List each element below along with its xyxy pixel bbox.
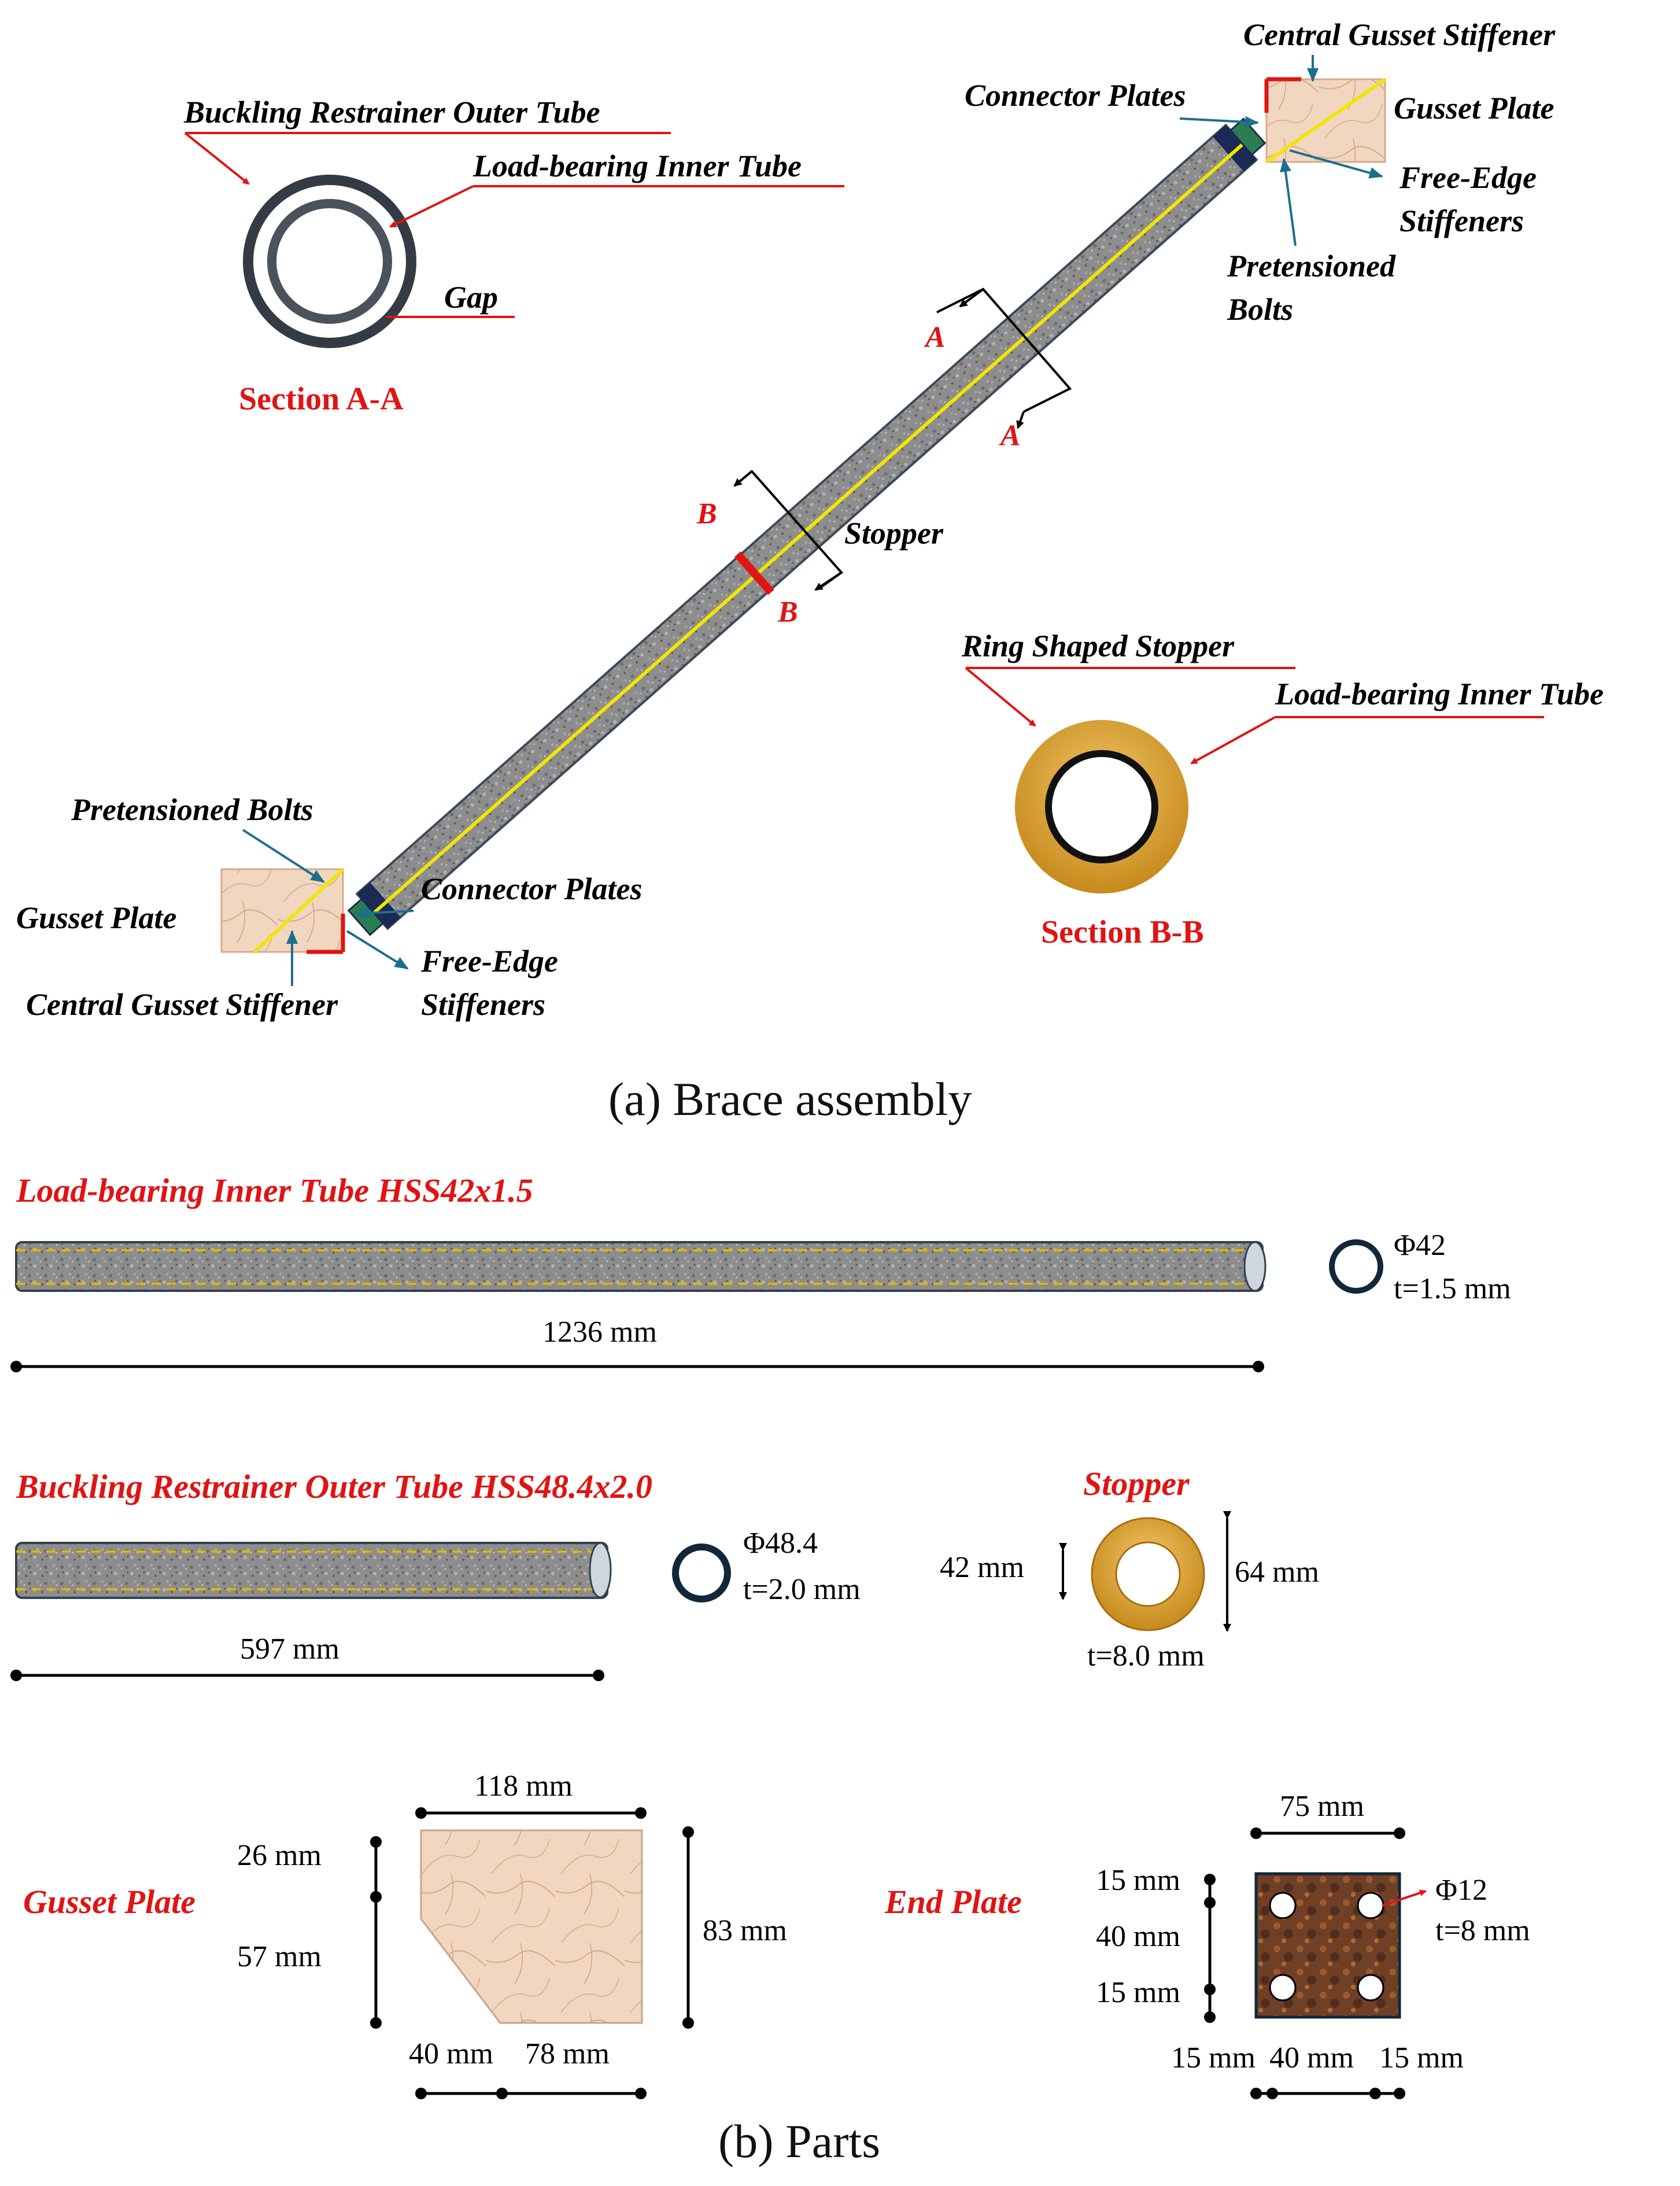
stopper-inner-dim: 42 mm bbox=[940, 1551, 1024, 1584]
end-plate-part: End Plate 75 mm Φ12 t=8 mm 15 mm 40 mm 1… bbox=[884, 1790, 1530, 2099]
end-plate-dim-left-3: 15 mm bbox=[1096, 1976, 1180, 2009]
pretensioned-label-bottom: Pretensioned Bolts bbox=[71, 792, 313, 827]
connector-plates-arrow-top bbox=[1179, 116, 1259, 128]
end-plate-dim-bottom-3: 15 mm bbox=[1379, 2041, 1464, 2074]
bottom-gusset-plate bbox=[220, 867, 345, 954]
end-plate-dim-bottom-2: 40 mm bbox=[1269, 2041, 1354, 2074]
connector-plates-arrow-bottom bbox=[355, 907, 414, 919]
gusset-plate-part: Gusset Plate 118 mm 26 mm 57 mm 83 mm 40… bbox=[23, 1770, 787, 2099]
gusset-plate-label-bottom: Gusset Plate bbox=[16, 900, 177, 935]
section-b-label-top: B bbox=[696, 497, 717, 530]
outer-tube-thickness: t=2.0 mm bbox=[743, 1573, 861, 1606]
end-plate-dim-left-2: 40 mm bbox=[1096, 1920, 1180, 1953]
central-gusset-stiffener-label-top: Central Gusset Stiffener bbox=[1243, 17, 1556, 52]
section-aa-inner-label: Load-bearing Inner Tube bbox=[472, 149, 802, 183]
pretensioned-label-top-2: Bolts bbox=[1227, 292, 1293, 327]
section-a-label-top: A bbox=[924, 321, 946, 354]
free-edge-label-top-2: Stiffeners bbox=[1400, 204, 1524, 238]
pretensioned-arrow-top bbox=[1279, 158, 1297, 246]
end-plate-dim-left-1: 15 mm bbox=[1096, 1864, 1180, 1897]
connector-plates-label-top: Connector Plates bbox=[965, 78, 1186, 113]
inner-tube-diameter: Φ42 bbox=[1394, 1229, 1446, 1262]
section-bb: Ring Shaped Stopper Load-bearing Inner T… bbox=[961, 629, 1604, 950]
free-edge-label-bottom-2: Stiffeners bbox=[421, 987, 545, 1022]
pretensioned-arrow-bottom bbox=[242, 829, 325, 883]
central-gusset-stiffener-label-bottom: Central Gusset Stiffener bbox=[26, 987, 338, 1022]
stopper-outer-dim: 64 mm bbox=[1235, 1556, 1319, 1589]
free-edge-label-top-1: Free-Edge bbox=[1399, 160, 1537, 195]
end-plate-hole: Φ12 bbox=[1435, 1874, 1487, 1907]
gusset-dim-bottom-right: 78 mm bbox=[525, 2037, 610, 2070]
section-cut-a: A A bbox=[924, 287, 1072, 452]
top-gusset-plate bbox=[1264, 77, 1386, 164]
section-bb-stopper-label: Ring Shaped Stopper bbox=[961, 629, 1235, 663]
inner-tube-length: 1236 mm bbox=[542, 1316, 657, 1349]
brace-tube bbox=[347, 117, 1267, 936]
section-bb-title: Section B-B bbox=[1041, 914, 1204, 950]
gusset-dim-right: 83 mm bbox=[703, 1914, 787, 1947]
free-edge-arrow-top bbox=[1289, 149, 1383, 179]
inner-tube-part: Load-bearing Inner Tube HSS42x1.5 1236 m… bbox=[10, 1172, 1511, 1372]
section-cut-b: B B bbox=[696, 470, 843, 629]
parts-caption: (b) Parts bbox=[718, 2115, 880, 2167]
free-edge-arrow-bottom bbox=[346, 930, 409, 970]
outer-tube-diameter: Φ48.4 bbox=[743, 1527, 818, 1560]
section-aa-outer-label: Buckling Restrainer Outer Tube bbox=[183, 95, 600, 130]
section-aa-title: Section A-A bbox=[239, 381, 404, 417]
gusset-dim-bottom-left: 40 mm bbox=[409, 2037, 493, 2070]
end-plate-title: End Plate bbox=[884, 1883, 1022, 1921]
stopper-thickness: t=8.0 mm bbox=[1087, 1640, 1205, 1672]
end-plate-dim-bottom-1: 15 mm bbox=[1171, 2041, 1256, 2074]
section-b-label-bottom: B bbox=[777, 596, 798, 629]
end-plate-thickness: t=8 mm bbox=[1435, 1914, 1530, 1947]
gusset-part-title: Gusset Plate bbox=[23, 1883, 195, 1921]
inner-tube-title: Load-bearing Inner Tube HSS42x1.5 bbox=[16, 1172, 533, 1209]
pretensioned-label-top-1: Pretensioned bbox=[1227, 249, 1396, 283]
section-aa: Buckling Restrainer Outer Tube Load-bear… bbox=[183, 95, 844, 417]
gusset-dim-left-top: 26 mm bbox=[237, 1839, 322, 1872]
gusset-dim-left-bottom: 57 mm bbox=[237, 1940, 322, 1973]
end-plate-dim-top: 75 mm bbox=[1280, 1790, 1364, 1823]
gusset-plate-label-top: Gusset Plate bbox=[1394, 91, 1555, 125]
outer-tube-title: Buckling Restrainer Outer Tube HSS48.4x2… bbox=[16, 1468, 652, 1505]
stopper-label: Stopper bbox=[844, 516, 944, 551]
section-a-label-bottom: A bbox=[999, 419, 1021, 452]
inner-tube-thickness: t=1.5 mm bbox=[1394, 1272, 1511, 1305]
free-edge-label-bottom-1: Free-Edge bbox=[420, 944, 558, 978]
gusset-dim-top: 118 mm bbox=[474, 1770, 573, 1803]
assembly-caption: (a) Brace assembly bbox=[608, 1073, 972, 1125]
outer-tube-length: 597 mm bbox=[240, 1633, 339, 1666]
connector-plates-label-bottom: Connector Plates bbox=[421, 872, 643, 906]
stopper-title: Stopper bbox=[1083, 1465, 1190, 1502]
stopper-part: Stopper 42 mm 64 mm t=8.0 mm bbox=[940, 1465, 1319, 1672]
section-aa-gap-label: Gap bbox=[444, 280, 498, 315]
outer-tube-part: Buckling Restrainer Outer Tube HSS48.4x2… bbox=[10, 1468, 861, 1681]
section-bb-inner-label: Load-bearing Inner Tube bbox=[1275, 677, 1604, 711]
